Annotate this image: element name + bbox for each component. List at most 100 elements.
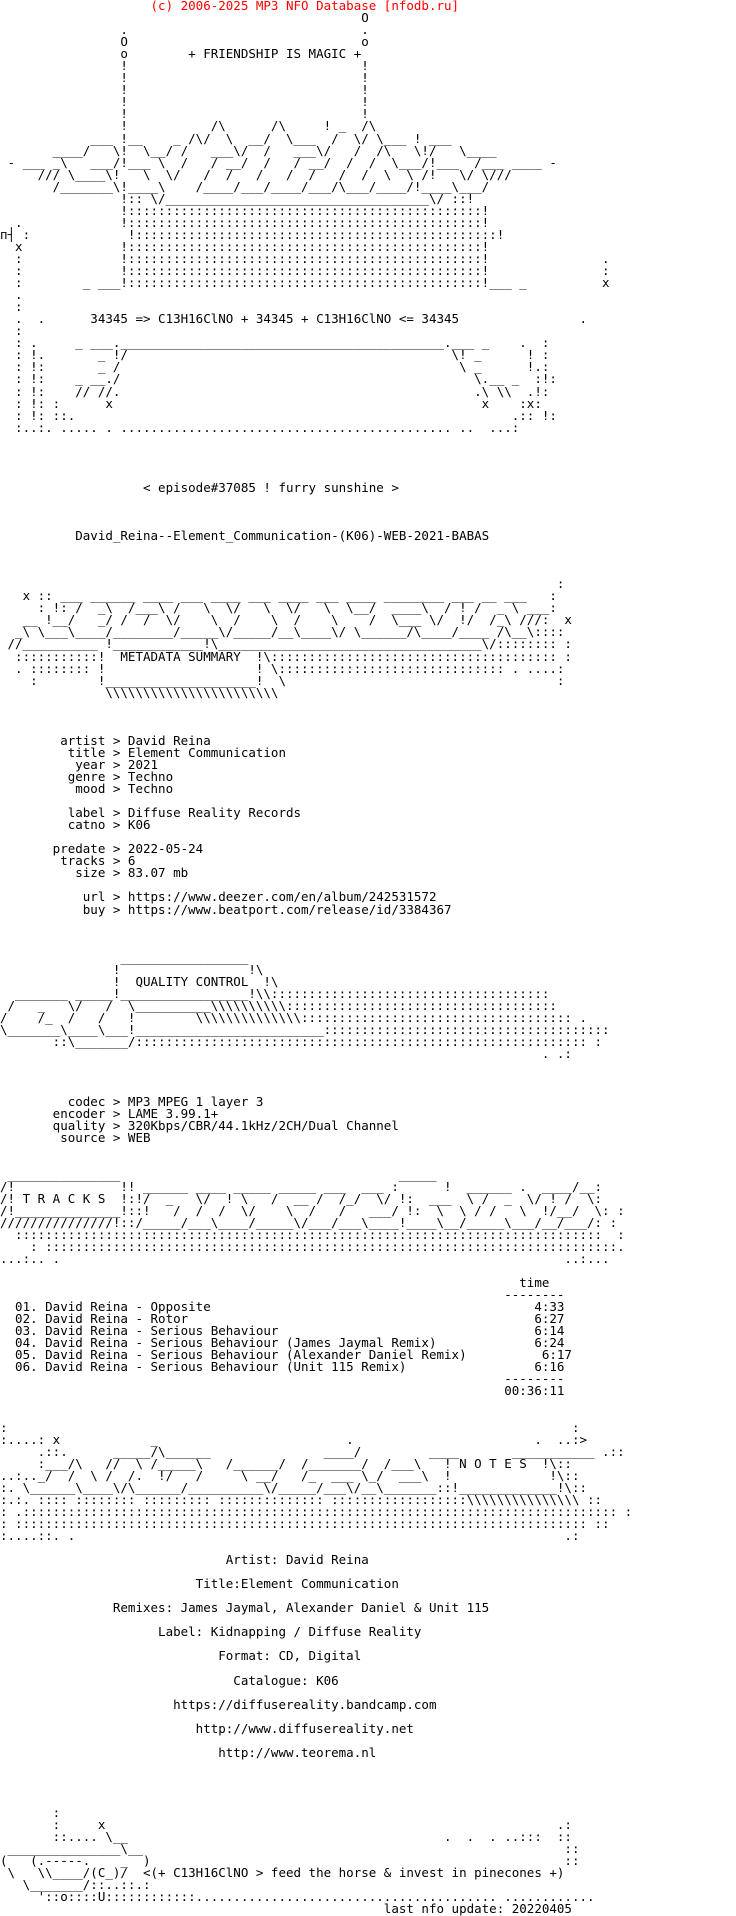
nfo-line: : _ ___!::::::::::::::::::::::::::::::::…	[0, 275, 610, 291]
nfo-line: predate > 2022-05-24	[0, 841, 204, 857]
nfo-line: _________________	[0, 949, 249, 965]
nfo-line: .::. _____/\______ ____/ ____ __________…	[0, 1443, 625, 1459]
nfo-line: ! !	[0, 106, 369, 122]
nfo-line: O o	[0, 34, 369, 50]
nfo-line: x !:::::::::::::::::::::::::::::::::::::…	[0, 238, 490, 254]
nfo-line: !:: \/__________________________________…	[0, 190, 475, 206]
nfo-line: ! QUALITY CONTROL !\	[0, 973, 279, 989]
nfo-line	[0, 1144, 736, 1156]
nfo-line: : ::::::::::::::::::::::::::::::::::::::…	[0, 1238, 625, 1254]
nfo-line: 00:36:11	[0, 1383, 565, 1399]
nfo-line: : .:::::::::::::::::::::::::::::::::::::…	[0, 1503, 633, 1519]
nfo-line: ...:.. . ..:...	[0, 1250, 610, 1266]
nfo-line: /! !! ______ ____ _____ _____ ___ ___ : …	[0, 1178, 603, 1194]
nfo-line: _\ \___\____/________/_____\/_____/__\__…	[0, 624, 565, 640]
nfo-line: . . 34345 => C13H16ClNO + 34345 + C13H16…	[0, 311, 587, 327]
nfo-line: \_______/::..::.:	[0, 1877, 151, 1893]
nfo-line: Title:Element Communication	[0, 1576, 399, 1592]
nfo-line: David_Reina--Element_Communication-(K06)…	[0, 528, 490, 544]
nfo-line	[0, 1783, 736, 1795]
nfo-line: ! !\	[0, 961, 264, 977]
nfo-line: '::o::::U::::::::::::...................…	[0, 1889, 595, 1905]
nfo-line: ..:.._/ / \ / /. !/ / \ __/ /_ ___ \_/ _…	[0, 1467, 580, 1483]
nfo-line	[0, 928, 736, 940]
nfo-line: : . _ ___.______________________________…	[0, 335, 550, 351]
nfo-line: ___ !__ _ /\/ \ __/ \___ / \/ \___ ! ___	[0, 130, 452, 146]
nfo-line: catno > K06	[0, 817, 151, 833]
nfo-line: :....: x _ . . ..:>	[0, 1431, 587, 1447]
nfo-line: ____/ \! \__/ / ___\/ / ___\/ / /\ \!/ \…	[0, 142, 497, 158]
nfo-line: 06. David Reina - Serious Behaviour (Uni…	[0, 1359, 565, 1375]
nfo-line: tracks > 6	[0, 853, 136, 869]
nfo-line: o + FRIENDSHIP IS MAGIC +	[0, 46, 362, 62]
nfo-line: 05. David Reina - Serious Behaviour (Ale…	[0, 1347, 572, 1363]
nfo-line: http://www.diffusereality.net	[0, 1720, 414, 1736]
nfo-line	[0, 1397, 736, 1409]
nfo-line	[0, 446, 736, 458]
nfo-line	[0, 434, 736, 446]
nfo-line: . !:::::::::::::::::::::::::::::::::::::…	[0, 214, 490, 230]
nfo-line: ///////////////!::/_____/___\____/_____\…	[0, 1214, 618, 1230]
nfo-line: ! !	[0, 58, 369, 74]
nfo-line: source > WEB	[0, 1130, 151, 1146]
nfo-line: --------	[0, 1371, 565, 1387]
nfo-line: : x .:	[0, 1817, 572, 1833]
nfo-line: __ !__/ _/ / / \/ \ / \ / \ / \___ \/ !/…	[0, 612, 572, 628]
nfo-line	[0, 1795, 736, 1807]
nfo-line: mood > Techno	[0, 781, 174, 797]
nfo-line: : !____________________! \ :	[0, 672, 565, 688]
nfo-line: : !: : x x :x:	[0, 395, 542, 411]
nfo-line: . .:	[0, 1046, 572, 1062]
nfo-line: :	[0, 323, 23, 339]
nfo-line: x :: ___ ______ ____ ___ ____ ___ ____ _…	[0, 588, 557, 604]
nfo-line	[0, 1771, 736, 1783]
nfo-line	[0, 494, 736, 506]
nfo-line: encoder > LAME 3.99.1+	[0, 1106, 219, 1122]
nfo-line: _______ _____!_________________!\\::::::…	[0, 985, 550, 1001]
nfo-line: :	[0, 576, 565, 592]
nfo-line: : !: // //. .\ \\ .!:	[0, 383, 550, 399]
nfo-line: : !:::::::::::::::::::::::::::::::::::::…	[0, 250, 610, 266]
nfo-line: /! T R A C K S !:!/ _ \/ ! \ / __ / /_/ …	[0, 1190, 603, 1206]
nfo-line: /_______\!____\ /____/___/____/___/\___/…	[0, 178, 490, 194]
nfo-line: _______________\__ ::	[0, 1841, 580, 1857]
nfo-line: size > 83.07 mb	[0, 865, 189, 881]
nfo-line: artist > David Reina	[0, 732, 211, 748]
nfo-line: \_______\____\___!______________________…	[0, 1021, 610, 1037]
nfo-line: ! /\ /\ ! _ /\	[0, 118, 377, 134]
nfo-line: Format: CD, Digital	[0, 1648, 362, 1664]
nfo-line: _______________ _____	[0, 1166, 437, 1182]
nfo-line: 02. David Reina - Rotor 6:27	[0, 1311, 565, 1327]
nfo-line: : !: _ / \ _ !.:	[0, 359, 550, 375]
nfo-line: :..:. ..... . ..........................…	[0, 419, 520, 435]
nfo-line: :	[0, 299, 23, 315]
nfo-line	[0, 542, 736, 554]
nfo-line: //__________ !____________!\____________…	[0, 636, 572, 652]
nfo-line: :	[0, 1805, 61, 1821]
nfo-line: year > 2021	[0, 756, 159, 772]
nfo-line: genre > Techno	[0, 769, 174, 784]
nfo-line: : :	[0, 1419, 580, 1435]
nfo-line: Catalogue: K06	[0, 1672, 339, 1688]
nfo-line: 01. David Reina - Opposite 4:33	[0, 1299, 565, 1315]
nfo-line: 04. David Reina - Serious Behaviour (Jam…	[0, 1335, 565, 1351]
nfo-line: :___/\ // \ /_____\ /______/ /_______/ /…	[0, 1455, 572, 1471]
nfo-line: Artist: David Reina	[0, 1552, 369, 1568]
nfo-line: - ___ _\ ___/!___ \ / / __/ / / __/ / / …	[0, 154, 557, 170]
nfo-line	[0, 711, 736, 723]
nfo-line: !:::::::::::::::::::::::::::::::::::::::…	[0, 202, 490, 218]
nfo-line: / _ \/ / \__________\\\\\\\\\\::::::::::…	[0, 997, 557, 1013]
nfo-line	[0, 554, 736, 566]
nfo-line: : !: _ __./ \.__ _ :!:	[0, 371, 557, 387]
nfo-line: 03. David Reina - Serious Behaviour 6:14	[0, 1323, 565, 1339]
nfo-line: : !: ::. .:: !:	[0, 407, 557, 423]
nfo-line: п┤ : !::::::::::::::::::::::::::::::::::…	[0, 226, 505, 242]
nfo-line: quality > 320Kbps/CBR/44.1kHz/2CH/Dual C…	[0, 1118, 399, 1134]
nfo-line: :.:. :::: :::::::: ::::::::: :::::::::::…	[0, 1491, 603, 1507]
nfo-line: https://diffusereality.bandcamp.com	[0, 1696, 437, 1712]
nfo-line: http://www.teorema.nl	[0, 1744, 377, 1760]
nfo-line: codec > MP3 MPEG 1 layer 3	[0, 1094, 264, 1110]
nfo-line: / /_ / / ! \\\\\\\\\\\\\\:::::::::::::::…	[0, 1009, 587, 1025]
nfo-line: :....::. . .:	[0, 1527, 580, 1543]
